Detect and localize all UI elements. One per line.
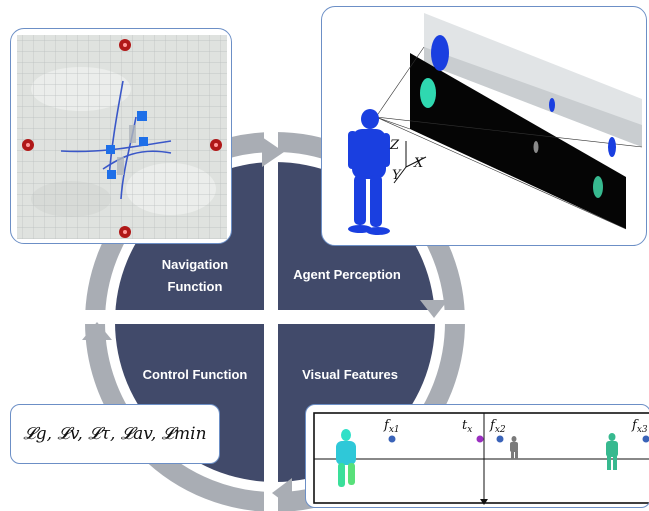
perception-scene: Z X Y [348,13,643,235]
observer-agent [348,109,390,235]
navigation-line-2: Function [167,279,223,294]
quadrant-visual-label: Visual Features [302,367,398,382]
scene-person-1 [431,35,449,71]
svg-text:fx2: fx2 [489,418,506,435]
target-dot-tx [476,435,484,443]
quadrant-control-label: Control Function [142,367,248,382]
quadrant-navigation-label: Navigation Function [140,254,250,298]
agent-perception-panel: Z X Y [321,6,647,246]
scene-person-3 [608,137,616,157]
axis-z-label: Z [389,138,400,153]
trajectory-4 [102,150,172,170]
axis-y-label: Y [392,168,402,183]
feature-plane [410,53,626,229]
visual-features-panel: fx1 tx fx2 fx3 [305,404,649,508]
navigation-line-1: Navigation [161,257,229,272]
feature-dot-fx2 [496,435,504,443]
ring-arrow-right [420,300,448,318]
ring-arrow-bottom [272,478,292,508]
scene-person-2 [549,98,555,112]
feature-figure-2 [510,436,518,459]
feature-figure-1 [336,429,356,487]
cross-horizontal [80,310,470,324]
feature-dot-fx1 [388,435,396,443]
feature-dot-fx3 [642,435,649,443]
loss-terms-box: 𝓛g, 𝓛v, 𝓛τ, 𝓛av, 𝓛min [10,404,220,464]
navigation-map-panel [10,28,232,244]
feature-figure-3 [606,433,618,470]
navigation-map [17,35,227,239]
feature-person-2 [533,141,539,153]
visual-features: fx1 tx fx2 fx3 [313,412,649,505]
ring-arrow-top [262,137,284,167]
axis-x-label: X [413,156,424,171]
svg-text:tx: tx [462,418,472,435]
svg-text:fx1: fx1 [383,418,400,435]
svg-text:fx3: fx3 [631,418,648,435]
feature-person-3 [593,176,603,198]
loss-terms: 𝓛g, 𝓛v, 𝓛τ, 𝓛av, 𝓛min [23,424,207,444]
quadrant-perception-label: Agent Perception [293,267,401,282]
ring-arrow-left [82,322,112,340]
feature-person-1 [420,78,436,108]
trajectory-1 [108,80,124,180]
